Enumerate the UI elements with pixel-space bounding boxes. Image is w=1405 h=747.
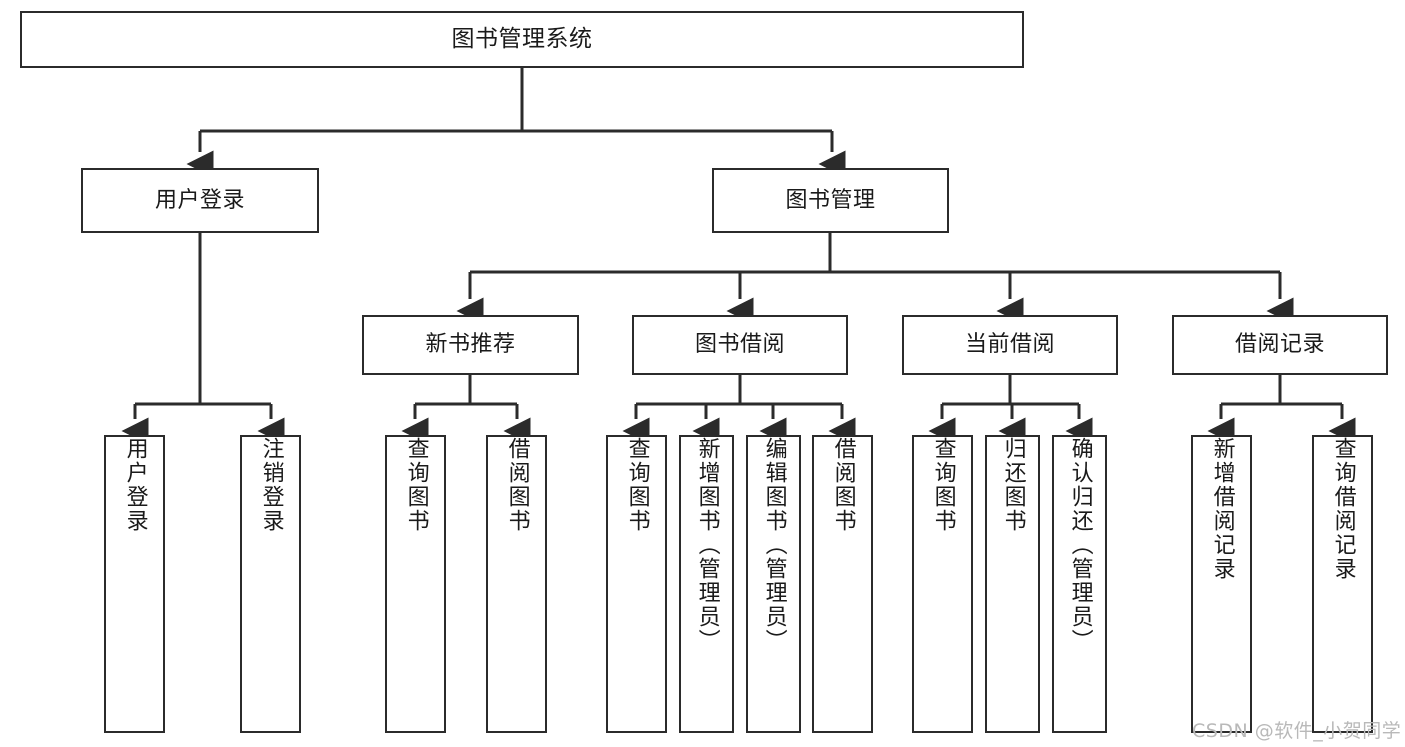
node-label: 新书推荐 (425, 332, 516, 358)
node-book-borrow[interactable]: 图书借阅 (632, 315, 848, 375)
node-label: 借阅图书 (504, 437, 530, 533)
node-root[interactable]: 图书管理系统 (20, 11, 1024, 68)
node-label: 图书借阅 (694, 332, 785, 358)
node-label: 当前借阅 (964, 332, 1055, 358)
leaf-confirm-return-admin[interactable]: 确认归还（管理员） (1052, 435, 1107, 733)
node-label: 图书管理 (785, 187, 876, 213)
node-label: 查询图书 (403, 437, 429, 533)
node-label: 用户登录 (154, 187, 245, 213)
leaf-return-book[interactable]: 归还图书 (985, 435, 1040, 733)
leaf-edit-book-admin[interactable]: 编辑图书（管理员） (746, 435, 801, 733)
node-current-borrow[interactable]: 当前借阅 (902, 315, 1118, 375)
leaf-user-login[interactable]: 用户登录 (104, 435, 165, 733)
node-label: 新增图书（管理员） (694, 437, 720, 653)
node-label: 查询借阅记录 (1330, 437, 1356, 581)
node-label: 查询图书 (624, 437, 650, 533)
node-label: 图书管理系统 (451, 26, 593, 53)
node-label: 编辑图书（管理员） (761, 437, 787, 653)
leaf-add-borrow-record[interactable]: 新增借阅记录 (1191, 435, 1252, 733)
node-label: 借阅图书 (830, 437, 856, 533)
node-user-login[interactable]: 用户登录 (81, 168, 319, 233)
node-label: 借阅记录 (1234, 332, 1325, 358)
node-book-management[interactable]: 图书管理 (712, 168, 949, 233)
node-label: 注销登录 (258, 437, 284, 533)
node-label: 查询图书 (930, 437, 956, 533)
leaf-query-book-borrow[interactable]: 查询图书 (606, 435, 667, 733)
leaf-query-book-recommend[interactable]: 查询图书 (385, 435, 446, 733)
node-borrow-record[interactable]: 借阅记录 (1172, 315, 1388, 375)
node-label: 用户登录 (122, 437, 148, 533)
leaf-query-book-current[interactable]: 查询图书 (912, 435, 973, 733)
leaf-borrow-book-recommend[interactable]: 借阅图书 (486, 435, 547, 733)
leaf-add-book-admin[interactable]: 新增图书（管理员） (679, 435, 734, 733)
leaf-query-borrow-record[interactable]: 查询借阅记录 (1312, 435, 1373, 733)
leaf-borrow-book[interactable]: 借阅图书 (812, 435, 873, 733)
node-label: 归还图书 (1000, 437, 1026, 533)
leaf-logout[interactable]: 注销登录 (240, 435, 301, 733)
node-label: 确认归还（管理员） (1067, 437, 1093, 653)
watermark: CSDN @软件_小贺同学 (1192, 720, 1402, 742)
node-label: 新增借阅记录 (1209, 437, 1235, 581)
node-new-book-recommend[interactable]: 新书推荐 (362, 315, 579, 375)
